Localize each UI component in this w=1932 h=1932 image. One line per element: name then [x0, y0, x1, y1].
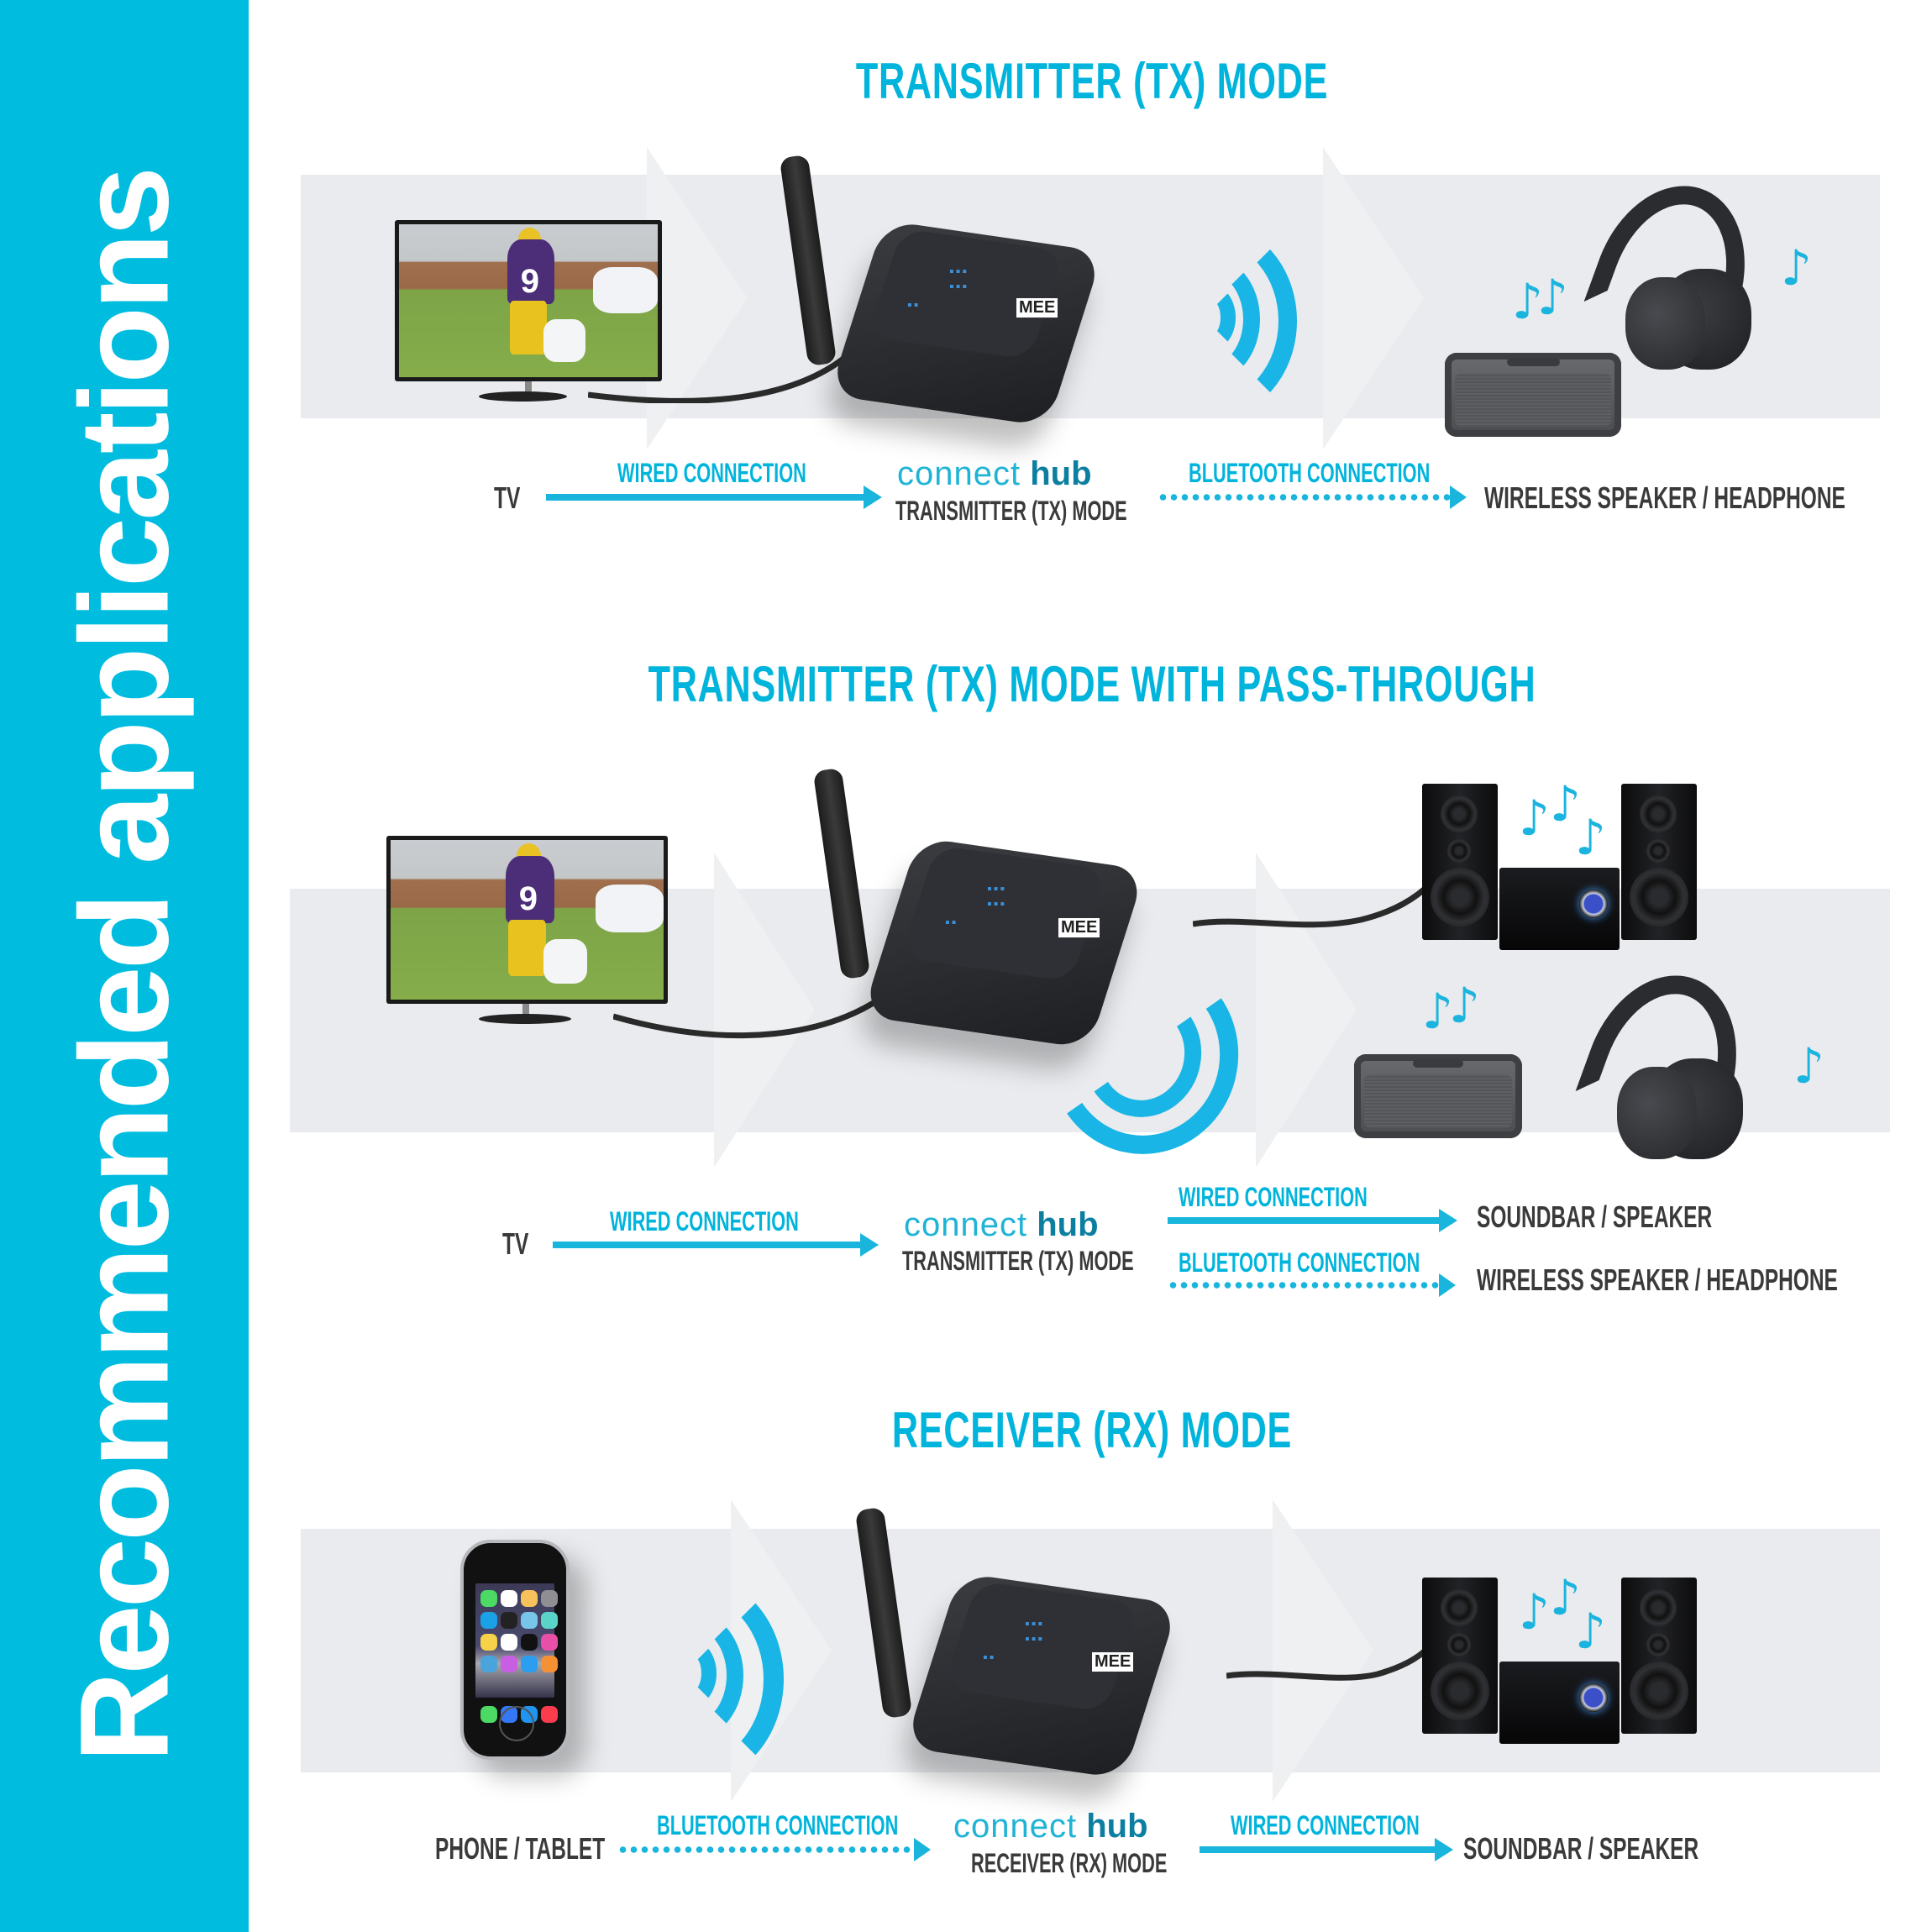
- destination-label: SOUNDBAR / SPEAKER: [1477, 1200, 1713, 1234]
- music-note-icon: ♪: [1537, 269, 1569, 326]
- mee-logo: MEE: [1092, 1652, 1134, 1672]
- source-label: TV: [502, 1226, 529, 1261]
- connect-hub-logo: connect hub: [897, 455, 1092, 492]
- sidebar: Recommended applications: [0, 0, 249, 1932]
- link-label: WIRED CONNECTION: [1231, 1810, 1420, 1840]
- source-label: PHONE / TABLET: [435, 1831, 606, 1866]
- music-note-icon: ♪: [1519, 1583, 1551, 1641]
- destination-label: WIRELESS SPEAKER / HEADPHONE: [1477, 1263, 1838, 1297]
- mee-logo: MEE: [1058, 918, 1100, 937]
- smartphone-image: [460, 1540, 570, 1760]
- link-label: BLUETOOTH CONNECTION: [1189, 458, 1431, 488]
- chevron-arrow-icon: [1273, 1499, 1373, 1802]
- link-label: WIRED CONNECTION: [610, 1206, 799, 1236]
- cable: [1193, 879, 1435, 928]
- chevron-arrow-icon: [647, 147, 748, 449]
- hub-mode-label: TRANSMITTER (TX) MODE: [902, 1246, 1134, 1276]
- link-label: WIRED CONNECTION: [1179, 1182, 1368, 1212]
- link-label: WIRED CONNECTION: [617, 458, 806, 488]
- wireless-speaker-image: [1354, 1054, 1522, 1138]
- music-note-icon: ♪: [1550, 1569, 1582, 1626]
- music-note-icon: ♪: [1793, 1037, 1825, 1095]
- chevron-arrow-icon: [714, 853, 815, 1168]
- mee-logo: MEE: [1016, 298, 1058, 318]
- music-note-icon: ♪: [1449, 977, 1481, 1034]
- music-note-icon: ♪: [1781, 239, 1813, 297]
- sidebar-title: Recommended applications: [53, 169, 195, 1763]
- wired-arrow: [546, 486, 882, 509]
- source-label: TV: [494, 480, 521, 515]
- link-label: BLUETOOTH CONNECTION: [1179, 1247, 1420, 1278]
- music-note-icon: ♪: [1575, 1603, 1607, 1660]
- destination-label: SOUNDBAR / SPEAKER: [1463, 1831, 1699, 1866]
- bluetooth-arrow: [1168, 1273, 1456, 1297]
- cable: [1226, 1638, 1436, 1681]
- wired-arrow: [553, 1233, 879, 1257]
- link-label: BLUETOOTH CONNECTION: [657, 1810, 899, 1840]
- wired-arrow: [1200, 1838, 1453, 1861]
- music-note-icon: ♪: [1512, 273, 1544, 330]
- hub-mode-label: TRANSMITTER (TX) MODE: [895, 496, 1127, 526]
- home-button: [499, 1706, 534, 1741]
- chevron-arrow-icon: [1323, 147, 1424, 449]
- section-title: RECEIVER (RX) MODE: [891, 1402, 1293, 1458]
- destination-label: WIRELESS SPEAKER / HEADPHONE: [1484, 480, 1845, 515]
- music-note-icon: ♪: [1422, 983, 1454, 1040]
- bluetooth-arrow: [617, 1838, 931, 1861]
- wireless-speaker-image: [1445, 353, 1621, 437]
- bluetooth-arrow: [1158, 486, 1467, 509]
- connect-hub-logo: connect hub: [953, 1808, 1148, 1845]
- hub-mode-label: RECEIVER (RX) MODE: [971, 1848, 1168, 1878]
- music-note-icon: ♪: [1519, 790, 1551, 847]
- section-title: TRANSMITTER (TX) MODE WITH PASS-THROUGH: [648, 656, 1536, 712]
- music-note-icon: ♪: [1575, 809, 1607, 866]
- wired-arrow: [1168, 1209, 1457, 1232]
- chevron-arrow-icon: [1256, 853, 1357, 1168]
- section-title: TRANSMITTER (TX) MODE: [855, 53, 1329, 109]
- music-note-icon: ♪: [1550, 775, 1582, 832]
- connect-hub-logo: connect hub: [904, 1206, 1099, 1243]
